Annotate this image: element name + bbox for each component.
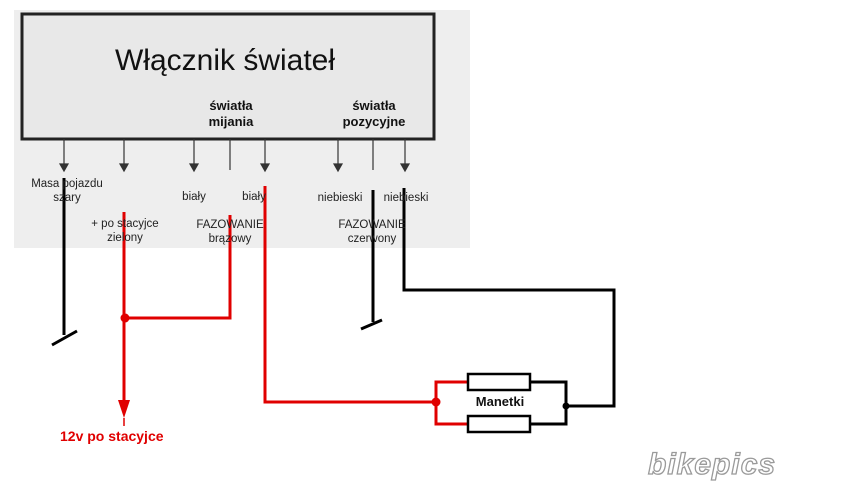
diagram-title: Włącznik świateł <box>114 44 336 77</box>
junction-dot-left <box>120 313 130 323</box>
supply-arrow <box>118 400 130 418</box>
wire-label-bialy-1: biały <box>182 191 206 203</box>
switch-contact-top <box>466 372 532 392</box>
wire-label-niebieski-2: niebieski <box>383 192 429 204</box>
bikepics-watermark-logo: bikepics <box>647 447 777 481</box>
wire-masa-line2: szary <box>53 192 81 204</box>
wire-label-stacyjka: + po stacyjce zielony <box>80 217 170 245</box>
ground-wire-right <box>360 190 383 331</box>
group-mijania-line1: światła <box>209 98 253 113</box>
supply-label: 12v po stacyjce <box>60 428 164 444</box>
switch-contact-bottom <box>466 414 532 434</box>
ground-wire-left <box>51 178 78 347</box>
group-pozycyjne-line1: światła <box>352 98 396 113</box>
wire-masa-line1: Masa pojazdu <box>31 178 103 190</box>
terminal-arrows <box>58 139 411 173</box>
wire-fazowanie-czerwony-line1: FAZOWANIE <box>338 219 406 231</box>
wire-label-bialy-2: biały <box>242 191 266 203</box>
wire-label-niebieski-1: niebieski <box>317 192 363 204</box>
wire-fazowanie-czerwony-line2: czerwony <box>347 233 397 245</box>
wire-label-fazowanie-czerwony: FAZOWANIE czerwony <box>322 218 422 246</box>
group-label-mijania: światła mijania <box>196 98 266 130</box>
wire-label-fazowanie-brazowy: FAZOWANIE brązowy <box>183 218 277 246</box>
wire-stacyjka-line2: zielony <box>107 232 143 244</box>
wire-stacyjka-line1: + po stacyjce <box>91 218 159 230</box>
switch-label: Manetki <box>475 394 525 409</box>
wire-label-masa: Masa pojazdu szary <box>22 177 112 205</box>
junction-dot-right <box>562 402 570 410</box>
junction-dot-switch <box>431 397 441 407</box>
group-label-pozycyjne: światła pozycyjne <box>336 98 412 130</box>
wire-fazowanie-brazowy-line1: FAZOWANIE <box>196 219 264 231</box>
group-mijania-line2: mijania <box>208 114 254 129</box>
switch-box <box>20 12 436 141</box>
wire-fazowanie-brazowy-line2: brązowy <box>208 233 252 245</box>
group-pozycyjne-line2: pozycyjne <box>342 114 406 129</box>
